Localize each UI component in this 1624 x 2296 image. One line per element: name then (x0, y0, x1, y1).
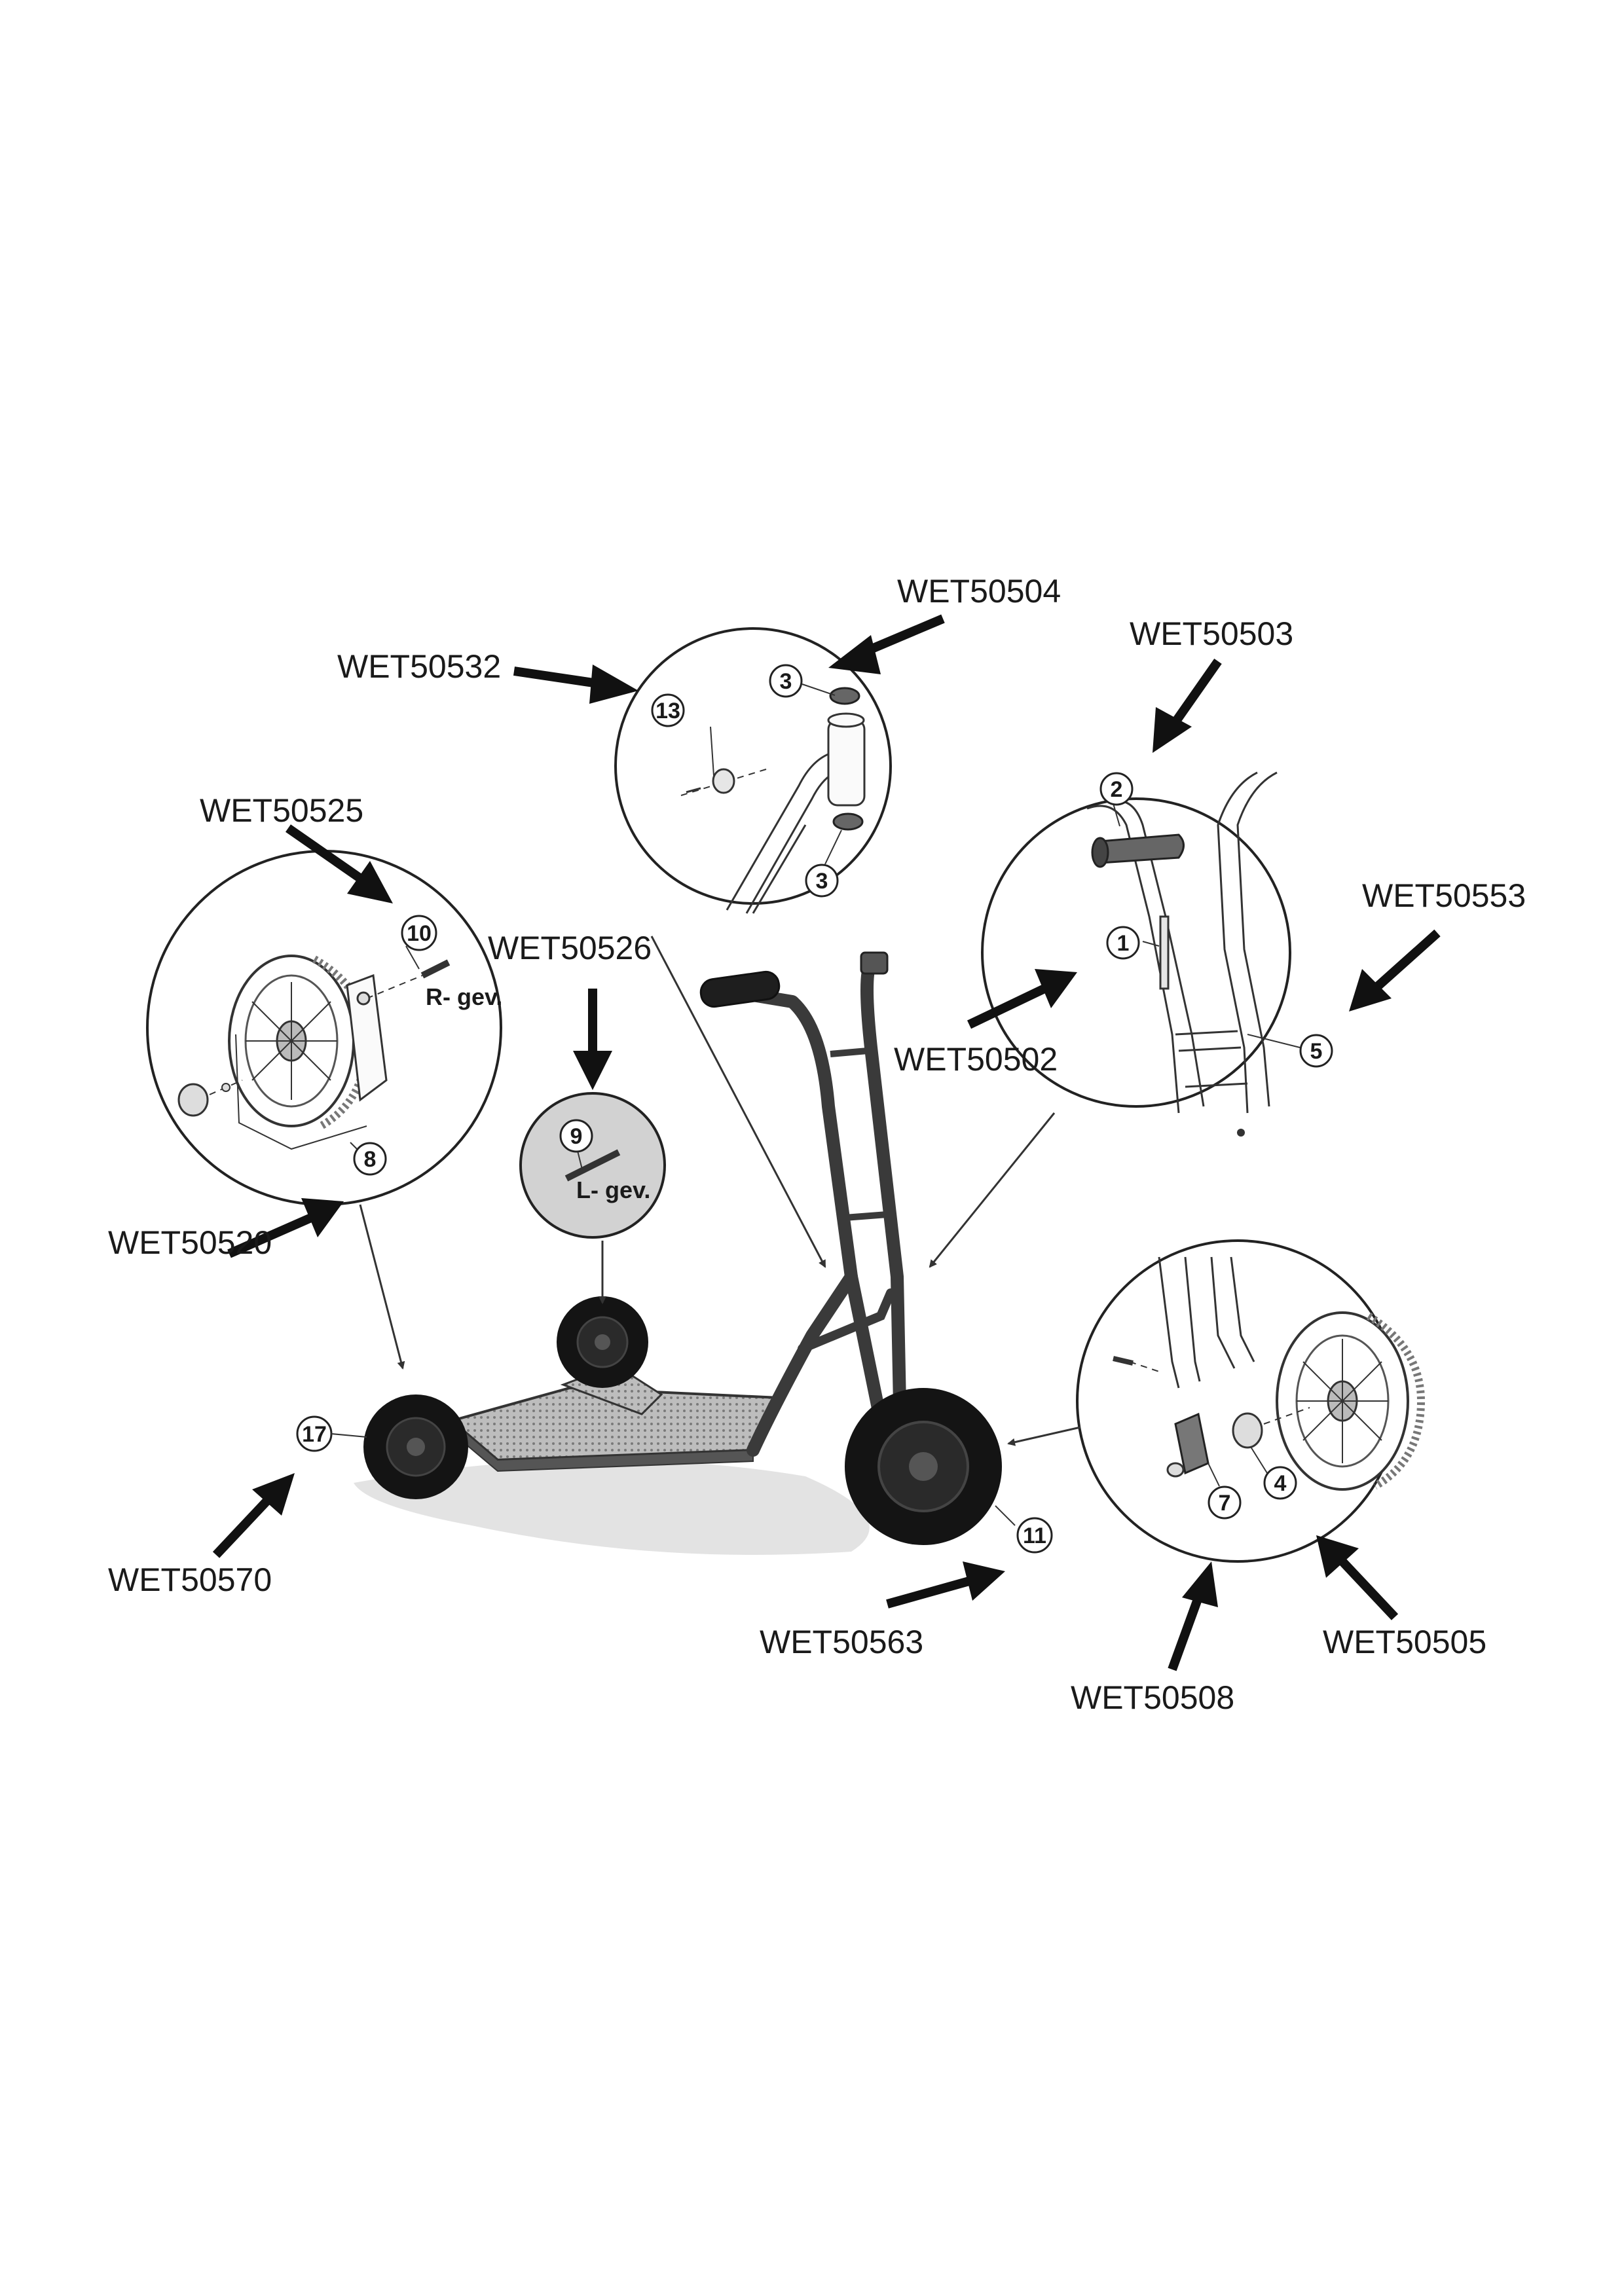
thread-label-right: R- gev. (426, 983, 502, 1010)
svg-text:3: 3 (780, 669, 792, 694)
steering-tube-rear (707, 982, 891, 1444)
axle (420, 959, 451, 979)
code-wet50526: WET50526 (488, 930, 652, 966)
badge-3-top: 3 (769, 664, 803, 698)
axle-left (564, 1149, 621, 1182)
detail-rear-right-bubble (146, 850, 502, 1370)
code-wet50570: WET50570 (108, 1561, 272, 1598)
code-wet50520: WET50520 (108, 1224, 272, 1261)
svg-text:13: 13 (655, 699, 680, 723)
badge-11: 11 (995, 1505, 1053, 1554)
svg-text:2: 2 (1111, 777, 1123, 802)
code-wet50504: WET50504 (897, 573, 1061, 610)
svg-text:17: 17 (302, 1422, 327, 1447)
badge-10: 10 (401, 915, 437, 951)
front-wheel (845, 1388, 1002, 1545)
rear-right-wheel (363, 1394, 468, 1499)
svg-text:11: 11 (1023, 1523, 1046, 1548)
svg-text:7: 7 (1219, 1491, 1231, 1516)
badge-3-bottom: 3 (805, 864, 839, 898)
thread-label-left: L- gev. (576, 1176, 650, 1203)
code-wet50502: WET50502 (894, 1041, 1058, 1078)
badge-8: 8 (353, 1142, 387, 1176)
small-pin (1113, 1356, 1134, 1366)
code-wet50508: WET50508 (1071, 1679, 1234, 1716)
rear-left-wheel (557, 1296, 648, 1388)
callout-arrows (212, 614, 1441, 1671)
handle-grip (699, 970, 781, 1008)
frame-down-tube (747, 1270, 858, 1457)
hub-cap (1232, 1412, 1263, 1449)
svg-text:1: 1 (1117, 931, 1130, 956)
code-wet50525: WET50525 (200, 792, 363, 829)
badge-17: 17 (296, 1415, 367, 1452)
svg-text:3: 3 (816, 869, 828, 894)
detail-front-wheel-bubble (1007, 1239, 1426, 1563)
bearing-top (829, 687, 860, 705)
code-wet50505: WET50505 (1323, 1624, 1486, 1660)
detail-head-bubble (614, 627, 892, 1268)
code-wet50503: WET50503 (1130, 615, 1293, 652)
svg-text:9: 9 (570, 1124, 583, 1149)
badge-1: 1 (1106, 926, 1140, 960)
svg-text:5: 5 (1310, 1039, 1323, 1064)
cross-bar-2 (844, 1211, 888, 1221)
svg-text:8: 8 (364, 1147, 377, 1172)
badge-9: 9 (559, 1119, 593, 1153)
badge-5: 5 (1299, 1034, 1333, 1068)
svg-text:4: 4 (1274, 1471, 1287, 1496)
code-wet50553: WET50553 (1362, 877, 1526, 914)
badge-2: 2 (1099, 772, 1134, 806)
bearing-bottom (832, 812, 864, 831)
code-wet50532: WET50532 (337, 648, 501, 685)
badge-4: 4 (1263, 1466, 1297, 1500)
code-wet50563: WET50563 (760, 1624, 923, 1660)
detail-left-axle-bubble (519, 1092, 666, 1304)
head-cap (860, 951, 889, 975)
handle-grip-detail (1099, 833, 1185, 864)
scooter-main (354, 951, 1002, 1555)
ground-shadow (354, 1459, 870, 1555)
frame-brace (798, 1288, 895, 1353)
pin (1159, 915, 1170, 990)
badge-13: 13 (651, 693, 685, 727)
bush (712, 768, 735, 794)
svg-text:10: 10 (407, 921, 432, 946)
cross-bar-1 (830, 1048, 868, 1057)
badge-7: 7 (1208, 1485, 1242, 1520)
